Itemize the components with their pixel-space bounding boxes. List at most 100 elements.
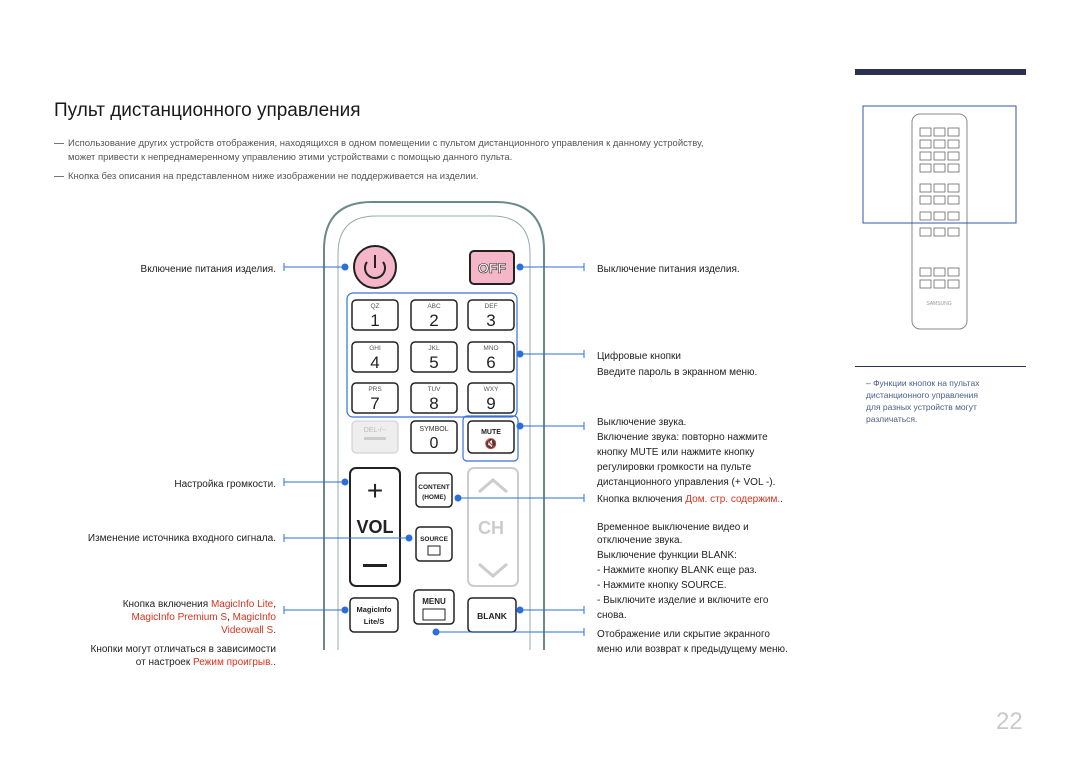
label-menu: Отображение или скрытие экранного меню и…: [597, 629, 788, 655]
thumbnail-key: [919, 227, 932, 237]
digit-key: [467, 341, 515, 373]
thumbnail-key: [919, 127, 932, 137]
label-password: Введите пароль в экранном меню.: [597, 367, 758, 378]
side-note: – Функции кнопок на пультах дистанционно…: [866, 378, 980, 424]
thumbnail-key: [933, 183, 946, 193]
digit-key-letters: DEF: [485, 303, 498, 310]
thumbnail-key: [933, 139, 946, 149]
digit-key-letters: JKL: [428, 345, 440, 352]
label-power-on: Включение питания изделия.: [140, 264, 276, 275]
content-home-button: [415, 472, 453, 508]
svg-text:VOL: VOL: [356, 517, 393, 537]
thumbnail-key: [919, 211, 932, 221]
label-blank: Временное выключение видео и отключение …: [597, 522, 769, 621]
magicinfo-button: [349, 597, 399, 633]
svg-text:Lite/S: Lite/S: [364, 617, 384, 626]
digit-key: [467, 299, 515, 331]
digit-key: [410, 341, 458, 373]
digit-key: [410, 382, 458, 414]
remote-inner-edge: [337, 215, 531, 650]
page-title: Пульт дистанционного управления: [54, 100, 361, 121]
dash-icon: [54, 142, 64, 144]
svg-text:MENU: MENU: [422, 597, 446, 606]
thumbnail-key: [919, 183, 932, 193]
thumbnail-key: [933, 267, 946, 277]
digit-key-number: 7: [370, 394, 379, 413]
note-line-1: Использование других устройств отображен…: [54, 137, 704, 151]
digit-key-letters: ABC: [427, 303, 441, 310]
thumbnail-key: [919, 195, 932, 205]
digit-key-number: 3: [486, 311, 495, 330]
thumbnail-key: [919, 139, 932, 149]
thumbnail-key: [933, 211, 946, 221]
page-number: 22: [996, 708, 1023, 735]
thumbnail-key: [947, 163, 960, 173]
side-divider: [855, 366, 1026, 367]
thumbnail-key: [947, 211, 960, 221]
digit-key-number: 5: [429, 353, 438, 372]
label-digits: Цифровые кнопки: [597, 351, 682, 362]
off-label: OFF: [478, 260, 506, 276]
thumbnail-key: [947, 267, 960, 277]
digit-key-letters: WXY: [484, 386, 499, 393]
thumbnail-key: [933, 163, 946, 173]
label-home: Кнопка включения Дом. стр. содержим..: [597, 494, 783, 505]
digit-key-letters: PRS: [368, 386, 382, 393]
thumbnail-key: [933, 227, 946, 237]
digit-key-number: 9: [486, 394, 495, 413]
digit-key-number: 8: [429, 394, 438, 413]
label-may-differ: Кнопки могут отличаться в зависимости от…: [90, 644, 277, 668]
svg-text:MagicInfo: MagicInfo: [357, 605, 392, 614]
thumbnail-key: [933, 151, 946, 161]
digit-key: [351, 341, 399, 373]
svg-text:+: +: [367, 475, 383, 506]
svg-text:SAMSUNG: SAMSUNG: [926, 301, 951, 307]
digit-key-letters: TUV: [428, 386, 442, 393]
thumbnail-key: [947, 279, 960, 289]
off-button: [469, 250, 515, 285]
thumbnail-key: [919, 151, 932, 161]
svg-text:CONTENT: CONTENT: [418, 484, 449, 491]
note-line-2: может привести к непреднамеренному управ…: [68, 152, 513, 163]
thumbnail-key: [947, 183, 960, 193]
thumbnail-key: [947, 227, 960, 237]
label-source: Изменение источника входного сигнала.: [87, 533, 276, 544]
thumbnail-key: [933, 195, 946, 205]
note-line-3: Кнопка без описания на представленном ни…: [54, 170, 479, 184]
remote-thumbnail: SAMSUNG: [862, 105, 1017, 330]
digit-key: [351, 382, 399, 414]
symbol-button: [410, 420, 458, 454]
thumbnail-key: [919, 279, 932, 289]
power-icon: [364, 261, 386, 279]
thumbnail-key: [947, 139, 960, 149]
svg-text:SYMBOL: SYMBOL: [419, 426, 448, 433]
digit-key-number: 4: [370, 353, 379, 372]
thumbnail-key: [947, 195, 960, 205]
digit-key-letters: GHI: [369, 345, 381, 352]
svg-text:DEL-/--: DEL-/--: [364, 427, 387, 434]
digit-key: [351, 299, 399, 331]
remote-body: [323, 201, 545, 650]
thumbnail-key: [947, 151, 960, 161]
dash-icon: [54, 175, 64, 177]
digit-key-number: 6: [486, 353, 495, 372]
svg-text:🔇: 🔇: [485, 437, 497, 450]
digit-key-number: 1: [370, 311, 379, 330]
label-power-off: Выключение питания изделия.: [597, 264, 740, 275]
thumbnail-key: [933, 279, 946, 289]
callout-lines: [283, 263, 585, 636]
thumbnail-key: [919, 163, 932, 173]
thumbnail-key: [933, 127, 946, 137]
volume-rocker: [349, 467, 401, 587]
menu-button: [413, 589, 455, 625]
label-mute: Выключение звука. Включение звука: повто…: [597, 417, 776, 488]
mute-button: [467, 420, 515, 454]
header-accent-bar: [855, 69, 1026, 75]
svg-text:SOURCE: SOURCE: [420, 536, 448, 543]
thumbnail-key: [919, 267, 932, 277]
digit-key-letters: MNO: [483, 345, 498, 352]
svg-text:MUTE: MUTE: [481, 429, 501, 436]
digit-key-number: 2: [429, 311, 438, 330]
